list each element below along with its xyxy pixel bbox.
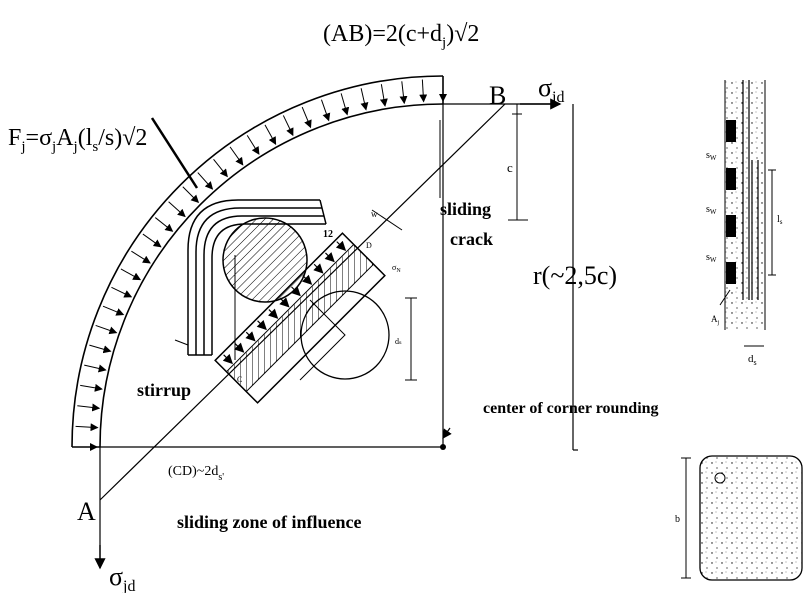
cd-label: (CD)~2ds'	[168, 464, 224, 483]
radius-label: r(~2,5c)	[533, 261, 617, 290]
b-label: b	[675, 514, 680, 525]
ls-label: ls	[777, 214, 783, 226]
band-arrow	[131, 250, 151, 264]
block-arrow	[222, 353, 233, 365]
w-marker	[371, 209, 403, 231]
sigma-n-label: σN	[392, 263, 401, 274]
pressure-band	[71, 75, 447, 451]
ds-mid-label: dₛ	[395, 337, 402, 346]
zone-label: sliding zone of influence	[177, 512, 362, 532]
block-arrow	[301, 274, 313, 285]
sw-label-3: sW	[706, 252, 717, 264]
sigma-jd-bottom: σjd	[109, 562, 135, 593]
c-label: c	[507, 160, 513, 175]
ds-dimension	[405, 297, 417, 381]
bar-section-bottom	[300, 290, 390, 380]
band-arrow	[229, 146, 244, 166]
sw-label-1: sW	[706, 150, 717, 162]
band-arrow	[95, 324, 118, 335]
w-label: w	[371, 209, 378, 219]
block-arrow	[279, 297, 290, 308]
lap-detail	[719, 80, 776, 347]
bar-tangents	[299, 299, 346, 381]
band-arrow	[80, 383, 103, 392]
ab-formula: (AB)=2(c+dj)√2	[323, 21, 479, 51]
band-arrow	[142, 233, 162, 248]
point-a-label: A	[77, 497, 96, 526]
band-arrow	[399, 81, 408, 105]
ds-bottom-label: ds	[748, 353, 757, 367]
block-arrow	[313, 263, 324, 274]
block-pressure-arrows	[222, 240, 347, 365]
section-detail	[681, 455, 803, 581]
block-arrow	[245, 331, 256, 342]
corner-center-dot	[440, 444, 446, 450]
band-arrow	[120, 268, 142, 281]
band-arrow	[168, 201, 186, 218]
block-arrow	[335, 240, 347, 251]
sliding-crack-line1: sliding	[440, 199, 491, 219]
point-d-label: D	[366, 241, 372, 250]
band-arrow	[360, 88, 369, 111]
band-arrow	[89, 344, 112, 354]
center-pointer	[442, 427, 452, 439]
band-arrow	[320, 99, 331, 122]
band-arrow	[154, 217, 174, 232]
block-arrow	[290, 286, 301, 297]
band-arrow	[75, 423, 99, 432]
band-arrow	[84, 364, 107, 373]
center-label: center of corner rounding	[483, 400, 659, 417]
point-c-label: C	[237, 375, 242, 384]
band-arrow	[213, 158, 228, 178]
fj-leader	[150, 117, 199, 189]
sigma-jd-top: σjd	[538, 73, 564, 106]
bar-section-top	[222, 217, 308, 303]
band-arrow	[102, 305, 125, 316]
c-dimension	[508, 104, 528, 221]
band-arrow	[182, 186, 200, 204]
block-arrow	[268, 308, 279, 319]
stirrup-leader	[174, 339, 189, 346]
stirrup-label: stirrup	[137, 380, 191, 400]
band-arrow	[419, 79, 428, 103]
block-arrow	[324, 252, 335, 263]
aj-label: Aj	[711, 314, 720, 326]
sw-label-2: sW	[706, 204, 717, 216]
point-b-label: B	[489, 81, 506, 110]
stress-block	[214, 232, 386, 404]
band-arrow	[77, 403, 101, 412]
twelve-label: 12	[323, 229, 333, 240]
band-arrow	[340, 93, 350, 116]
band-arrow	[111, 286, 133, 298]
band-arrow	[246, 135, 260, 155]
stirrup-bar	[187, 199, 327, 356]
band-pressure-arrows	[75, 79, 447, 451]
band-arrow	[264, 124, 277, 146]
sliding-crack-line2: crack	[450, 229, 493, 249]
band-arrow	[301, 106, 312, 129]
fj-formula: Fj=σjAj(ls/s)√2	[8, 125, 147, 155]
band-arrow	[379, 84, 388, 107]
block-arrow	[256, 319, 267, 331]
band-arrow	[197, 172, 214, 190]
band-arrow	[282, 115, 294, 137]
block-arrow	[234, 342, 245, 353]
